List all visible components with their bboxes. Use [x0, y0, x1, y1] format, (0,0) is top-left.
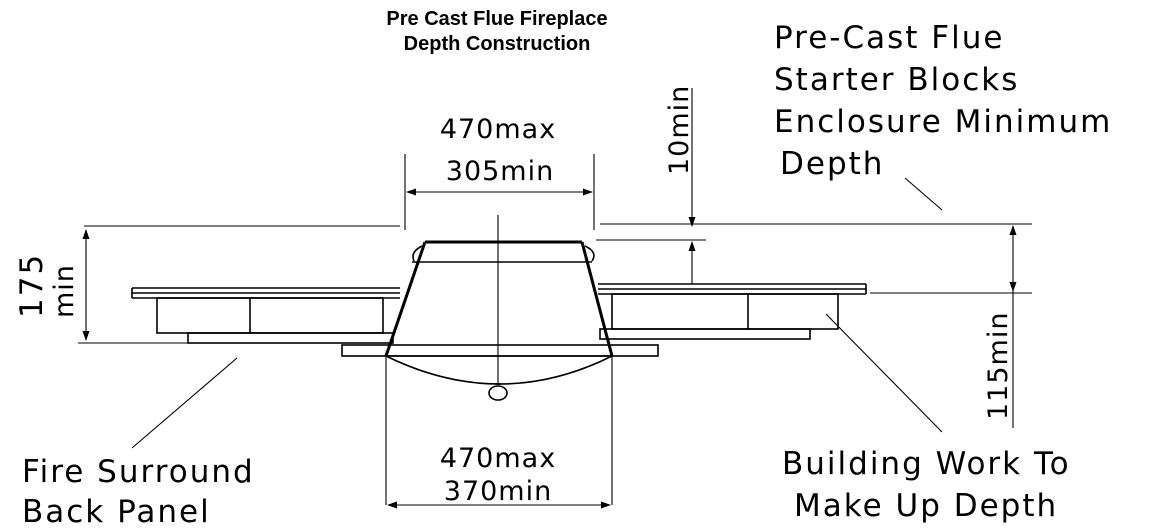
starter-blocks-leader: [904, 177, 943, 211]
top-dimension-max: 470max: [440, 114, 556, 145]
back-panel-label-line-1: Fire Surround: [22, 454, 255, 490]
building-work-label: Building Work To Make Up Depth: [782, 446, 1071, 524]
starter-blocks-label-line-2: Starter Blocks: [774, 62, 1019, 98]
firebox: [341, 215, 659, 401]
bottom-dimension-min: 370min: [444, 476, 552, 507]
starter-blocks-left: [156, 297, 394, 344]
diagram-title-line-2: Depth Construction: [404, 33, 591, 55]
left-dimension-unit: min: [49, 264, 80, 318]
building-work-leader: [825, 313, 943, 433]
right-dimension-label: 115min: [983, 312, 1014, 420]
left-dimension-value: 175: [14, 253, 50, 318]
gap-dimension-label: 10min: [664, 85, 695, 175]
wall-right: [598, 283, 867, 295]
bottom-dimension-max: 470max: [440, 443, 556, 474]
building-work-label-line-1: Building Work To: [782, 446, 1071, 482]
starter-blocks-label-line-4: Depth: [780, 146, 884, 182]
diagram-title-line-1: Pre Cast Flue Fireplace: [386, 8, 607, 30]
back-panel-label: Fire Surround Back Panel: [22, 454, 255, 528]
building-work-label-line-2: Make Up Depth: [794, 488, 1058, 524]
starter-blocks-right: [599, 293, 839, 340]
back-panel-label-line-2: Back Panel: [22, 494, 211, 528]
top-dimension-min: 305min: [446, 156, 554, 187]
starter-blocks-label-line-1: Pre-Cast Flue: [774, 20, 1004, 56]
back-panel-leader: [131, 357, 238, 449]
starter-blocks-label: Pre-Cast Flue Starter Blocks Enclosure M…: [774, 20, 1112, 182]
starter-blocks-label-line-3: Enclosure Minimum: [774, 104, 1112, 140]
wall-left: [131, 287, 400, 299]
control-knob: [488, 385, 508, 401]
